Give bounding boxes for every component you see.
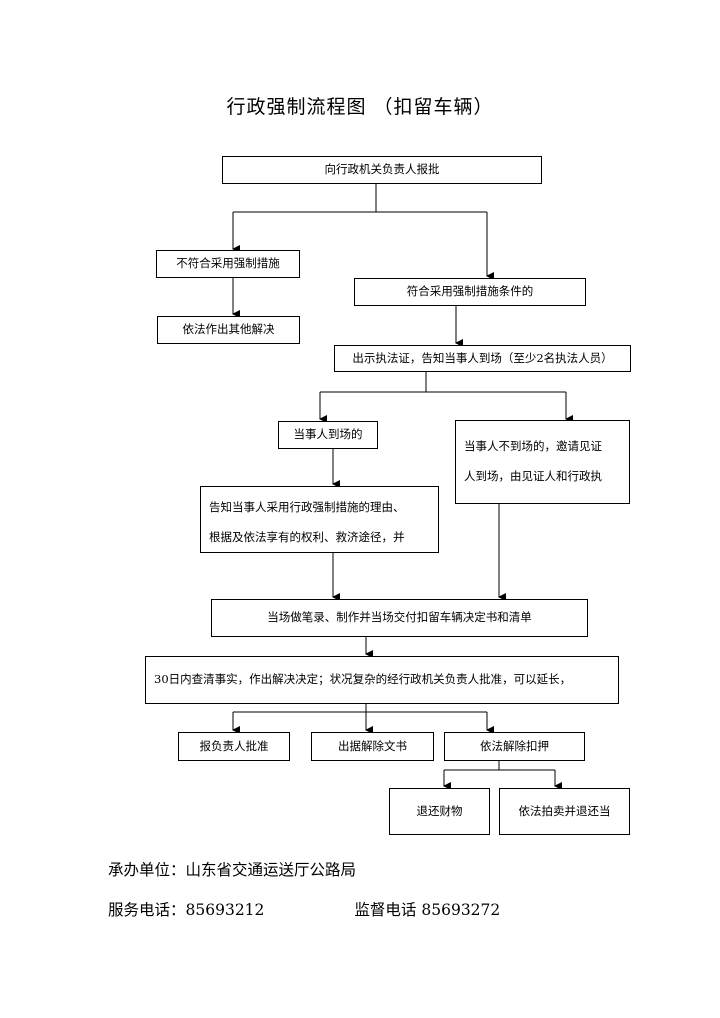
node-show-certificate-label: 出示执法证，告知当事人到场（至少2名执法人员） [352, 350, 613, 365]
node-party-absent-line-1: 当事人不到场的，邀请见证 [464, 439, 602, 453]
node-report-approval-label: 报负责人批准 [199, 738, 269, 753]
footer-unit-value: 山东省交通运送厅公路局 [185, 861, 357, 879]
node-party-absent-line-2: 人到场，由见证人和行政执 [464, 469, 602, 483]
footer-supervise-phone: 85693272 [421, 901, 501, 919]
node-party-absent: 当事人不到场的，邀请见证 人到场，由见证人和行政执 [455, 420, 630, 504]
footer-unit: 承办单位：山东省交通运送厅公路局 [108, 858, 356, 880]
node-auction: 依法拍卖并退还当 [499, 788, 630, 835]
node-report-approval: 报负责人批准 [178, 732, 290, 761]
node-report-to-supervisor-label: 向行政机关负责人报批 [324, 162, 440, 177]
node-not-meet-conditions: 不符合采用强制措施 [156, 250, 300, 278]
node-auction-label: 依法拍卖并退还当 [518, 803, 611, 818]
node-not-meet-conditions-label: 不符合采用强制措施 [176, 256, 280, 271]
node-investigate-facts-label: 30日内查清事实，作出解决决定；状况复杂的经行政机关负责人批准，可以延长， [154, 672, 572, 687]
node-show-certificate: 出示执法证，告知当事人到场（至少2名执法人员） [334, 345, 631, 372]
node-dispose-otherwise-label: 依法作出其他解决 [182, 322, 275, 337]
node-investigate-facts: 30日内查清事实，作出解决决定；状况复杂的经行政机关负责人批准，可以延长， [145, 656, 619, 704]
node-party-present: 当事人到场的 [278, 421, 378, 449]
footer-unit-label: 承办单位： [108, 861, 186, 879]
footer-phones: 服务电话：85693212 监督电话 85693272 [108, 898, 500, 920]
node-issue-release-document-label: 出据解除文书 [338, 738, 407, 753]
node-issue-release-document: 出据解除文书 [311, 732, 434, 761]
node-dispose-otherwise: 依法作出其他解决 [157, 316, 300, 344]
node-make-record: 当场做笔录、制作并当场交付扣留车辆决定书和清单 [211, 599, 588, 637]
footer-supervise-label: 监督电话 [354, 901, 417, 919]
node-report-to-supervisor: 向行政机关负责人报批 [222, 156, 542, 184]
node-inform-party-line-2: 根据及依法享有的权利、救济途径，并 [209, 530, 405, 544]
node-inform-party: 告知当事人采用行政强制措施的理由、 根据及依法享有的权利、救济途径，并 [200, 486, 439, 553]
node-meet-conditions-label: 符合采用强制措施条件的 [406, 284, 534, 299]
node-return-property-label: 退还财物 [416, 803, 463, 818]
node-lift-seizure-label: 依法解除扣押 [480, 738, 549, 753]
page-title: 行政强制流程图 （扣留车辆） [226, 96, 494, 118]
footer-service-label: 服务电话： [108, 901, 186, 919]
node-return-property: 退还财物 [389, 788, 490, 835]
node-make-record-label: 当场做笔录、制作并当场交付扣留车辆决定书和清单 [267, 610, 532, 625]
node-party-present-label: 当事人到场的 [293, 427, 363, 442]
node-inform-party-line-1: 告知当事人采用行政强制措施的理由、 [209, 500, 405, 514]
node-lift-seizure: 依法解除扣押 [444, 732, 585, 761]
footer-service-phone: 85693212 [185, 901, 265, 919]
node-meet-conditions: 符合采用强制措施条件的 [354, 278, 586, 306]
